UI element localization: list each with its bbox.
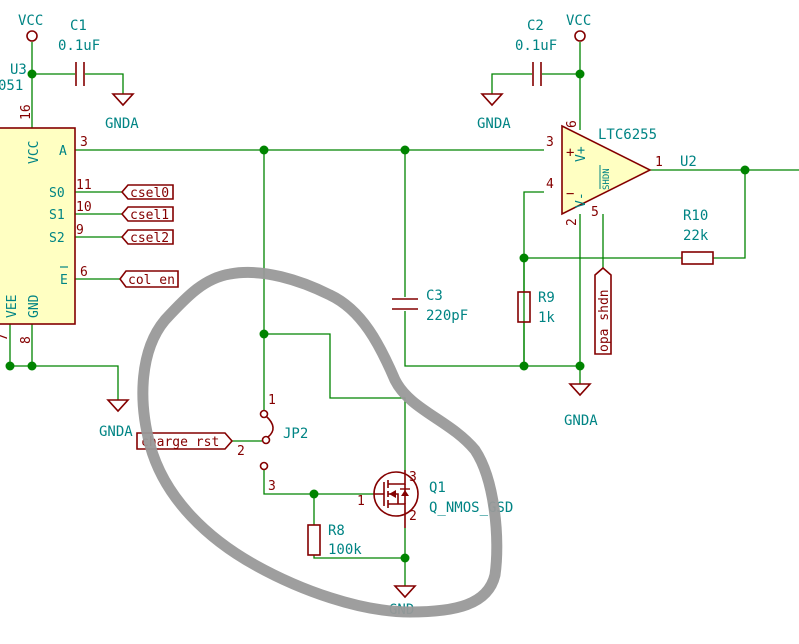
svg-text:LTC6255: LTC6255 bbox=[598, 127, 657, 143]
svg-text:opa_shdn: opa_shdn bbox=[597, 289, 612, 352]
label-col-en: col_en bbox=[119, 270, 179, 288]
svg-text:VCC: VCC bbox=[18, 13, 43, 29]
svg-text:6: 6 bbox=[565, 120, 580, 128]
multiplexer-u3: U3 051 16 VCC A 3 S0 11 S1 10 S2 9 E 6 V… bbox=[0, 62, 92, 344]
svg-text:S0: S0 bbox=[49, 186, 65, 201]
svg-text:1: 1 bbox=[357, 494, 365, 509]
svg-text:col_en: col_en bbox=[128, 273, 175, 288]
svg-text:Q1: Q1 bbox=[429, 480, 446, 496]
svg-text:3: 3 bbox=[546, 135, 554, 150]
svg-text:GNDA: GNDA bbox=[105, 116, 139, 132]
svg-text:22k: 22k bbox=[683, 228, 709, 244]
svg-text:0.1uF: 0.1uF bbox=[58, 38, 100, 54]
svg-text:S1: S1 bbox=[49, 208, 65, 223]
highlight-scribble bbox=[137, 266, 503, 618]
gnda-power-symbol: GNDA bbox=[477, 93, 511, 132]
svg-text:csel0: csel0 bbox=[130, 186, 169, 201]
svg-text:SHDN: SHDN bbox=[602, 168, 612, 190]
vcc-power-symbol: VCC bbox=[566, 13, 591, 42]
svg-text:2: 2 bbox=[565, 218, 580, 226]
jumper-jp2: 1 2 3 JP2 bbox=[237, 393, 308, 494]
svg-text:3: 3 bbox=[80, 135, 88, 150]
svg-text:U3: U3 bbox=[10, 62, 27, 78]
svg-text:220pF: 220pF bbox=[426, 308, 468, 324]
vcc-power-symbol: VCC bbox=[18, 13, 43, 42]
gnda-power-symbol: GNDA bbox=[99, 399, 133, 440]
svg-text:3: 3 bbox=[409, 470, 417, 485]
junctions bbox=[5, 69, 750, 563]
svg-text:A: A bbox=[59, 144, 67, 159]
svg-text:C1: C1 bbox=[70, 18, 87, 34]
svg-text:10: 10 bbox=[76, 200, 92, 215]
svg-text:6: 6 bbox=[80, 265, 88, 280]
capacitor-c1: C1 0.1uF bbox=[58, 18, 100, 86]
svg-text:4: 4 bbox=[546, 177, 554, 192]
svg-text:V-: V- bbox=[574, 192, 589, 208]
svg-text:charge_rst: charge_rst bbox=[141, 435, 219, 450]
wires bbox=[9, 42, 799, 586]
resistor-r9: R9 1k bbox=[517, 290, 555, 326]
capacitor-c3: C3 220pF bbox=[392, 288, 468, 324]
svg-text:GNDA: GNDA bbox=[99, 424, 133, 440]
svg-text:E: E bbox=[60, 273, 68, 288]
svg-text:8: 8 bbox=[19, 336, 34, 344]
svg-text:051: 051 bbox=[0, 78, 23, 94]
svg-text:11: 11 bbox=[76, 178, 92, 193]
svg-text:GNDA: GNDA bbox=[477, 116, 511, 132]
svg-text:5: 5 bbox=[591, 205, 599, 220]
svg-text:1: 1 bbox=[268, 393, 276, 408]
label-csel1: csel1 bbox=[120, 206, 174, 223]
svg-text:VCC: VCC bbox=[566, 13, 591, 29]
svg-text:0.1uF: 0.1uF bbox=[515, 38, 557, 54]
svg-text:9: 9 bbox=[76, 223, 84, 238]
resistor-r8: R8 100k bbox=[307, 523, 362, 558]
svg-text:S2: S2 bbox=[49, 231, 65, 246]
svg-text:JP2: JP2 bbox=[283, 426, 308, 442]
svg-text:Q_NMOS_GSD: Q_NMOS_GSD bbox=[429, 500, 513, 516]
svg-text:csel1: csel1 bbox=[130, 208, 169, 223]
label-opa-shdn: opa_shdn bbox=[594, 266, 612, 355]
svg-text:VCC: VCC bbox=[27, 141, 42, 164]
svg-text:C2: C2 bbox=[527, 18, 544, 34]
svg-text:7: 7 bbox=[0, 333, 11, 341]
svg-text:csel2: csel2 bbox=[130, 231, 169, 246]
opamp-u2: LTC6255 U2 + − V+ V- SHDN 3 4 6 2 1 5 bbox=[546, 120, 697, 226]
capacitor-c2: C2 0.1uF bbox=[515, 18, 557, 86]
label-charge-rst: charge_rst bbox=[136, 432, 234, 450]
svg-text:R8: R8 bbox=[328, 523, 345, 539]
svg-text:R9: R9 bbox=[538, 290, 555, 306]
svg-text:GNDA: GNDA bbox=[564, 413, 598, 429]
svg-text:100k: 100k bbox=[328, 542, 362, 558]
gnda-power-symbol: GNDA bbox=[105, 93, 139, 132]
svg-text:R10: R10 bbox=[683, 208, 708, 224]
svg-text:U2: U2 bbox=[680, 154, 697, 170]
svg-text:2: 2 bbox=[409, 509, 417, 524]
svg-text:2: 2 bbox=[237, 444, 245, 459]
gnda-power-symbol: GNDA bbox=[564, 383, 598, 429]
svg-text:V+: V+ bbox=[574, 146, 589, 162]
svg-text:VEE: VEE bbox=[5, 295, 20, 318]
label-csel2: csel2 bbox=[120, 229, 174, 246]
svg-text:C3: C3 bbox=[426, 288, 443, 304]
resistor-r10: R10 22k bbox=[681, 208, 714, 265]
svg-text:1k: 1k bbox=[538, 310, 555, 326]
svg-text:GND: GND bbox=[27, 294, 42, 318]
svg-text:1: 1 bbox=[655, 155, 663, 170]
svg-text:3: 3 bbox=[268, 479, 276, 494]
svg-text:16: 16 bbox=[19, 104, 34, 120]
svg-text:−: − bbox=[566, 186, 574, 202]
svg-text:+: + bbox=[566, 145, 574, 161]
label-csel0: csel0 bbox=[120, 184, 174, 201]
